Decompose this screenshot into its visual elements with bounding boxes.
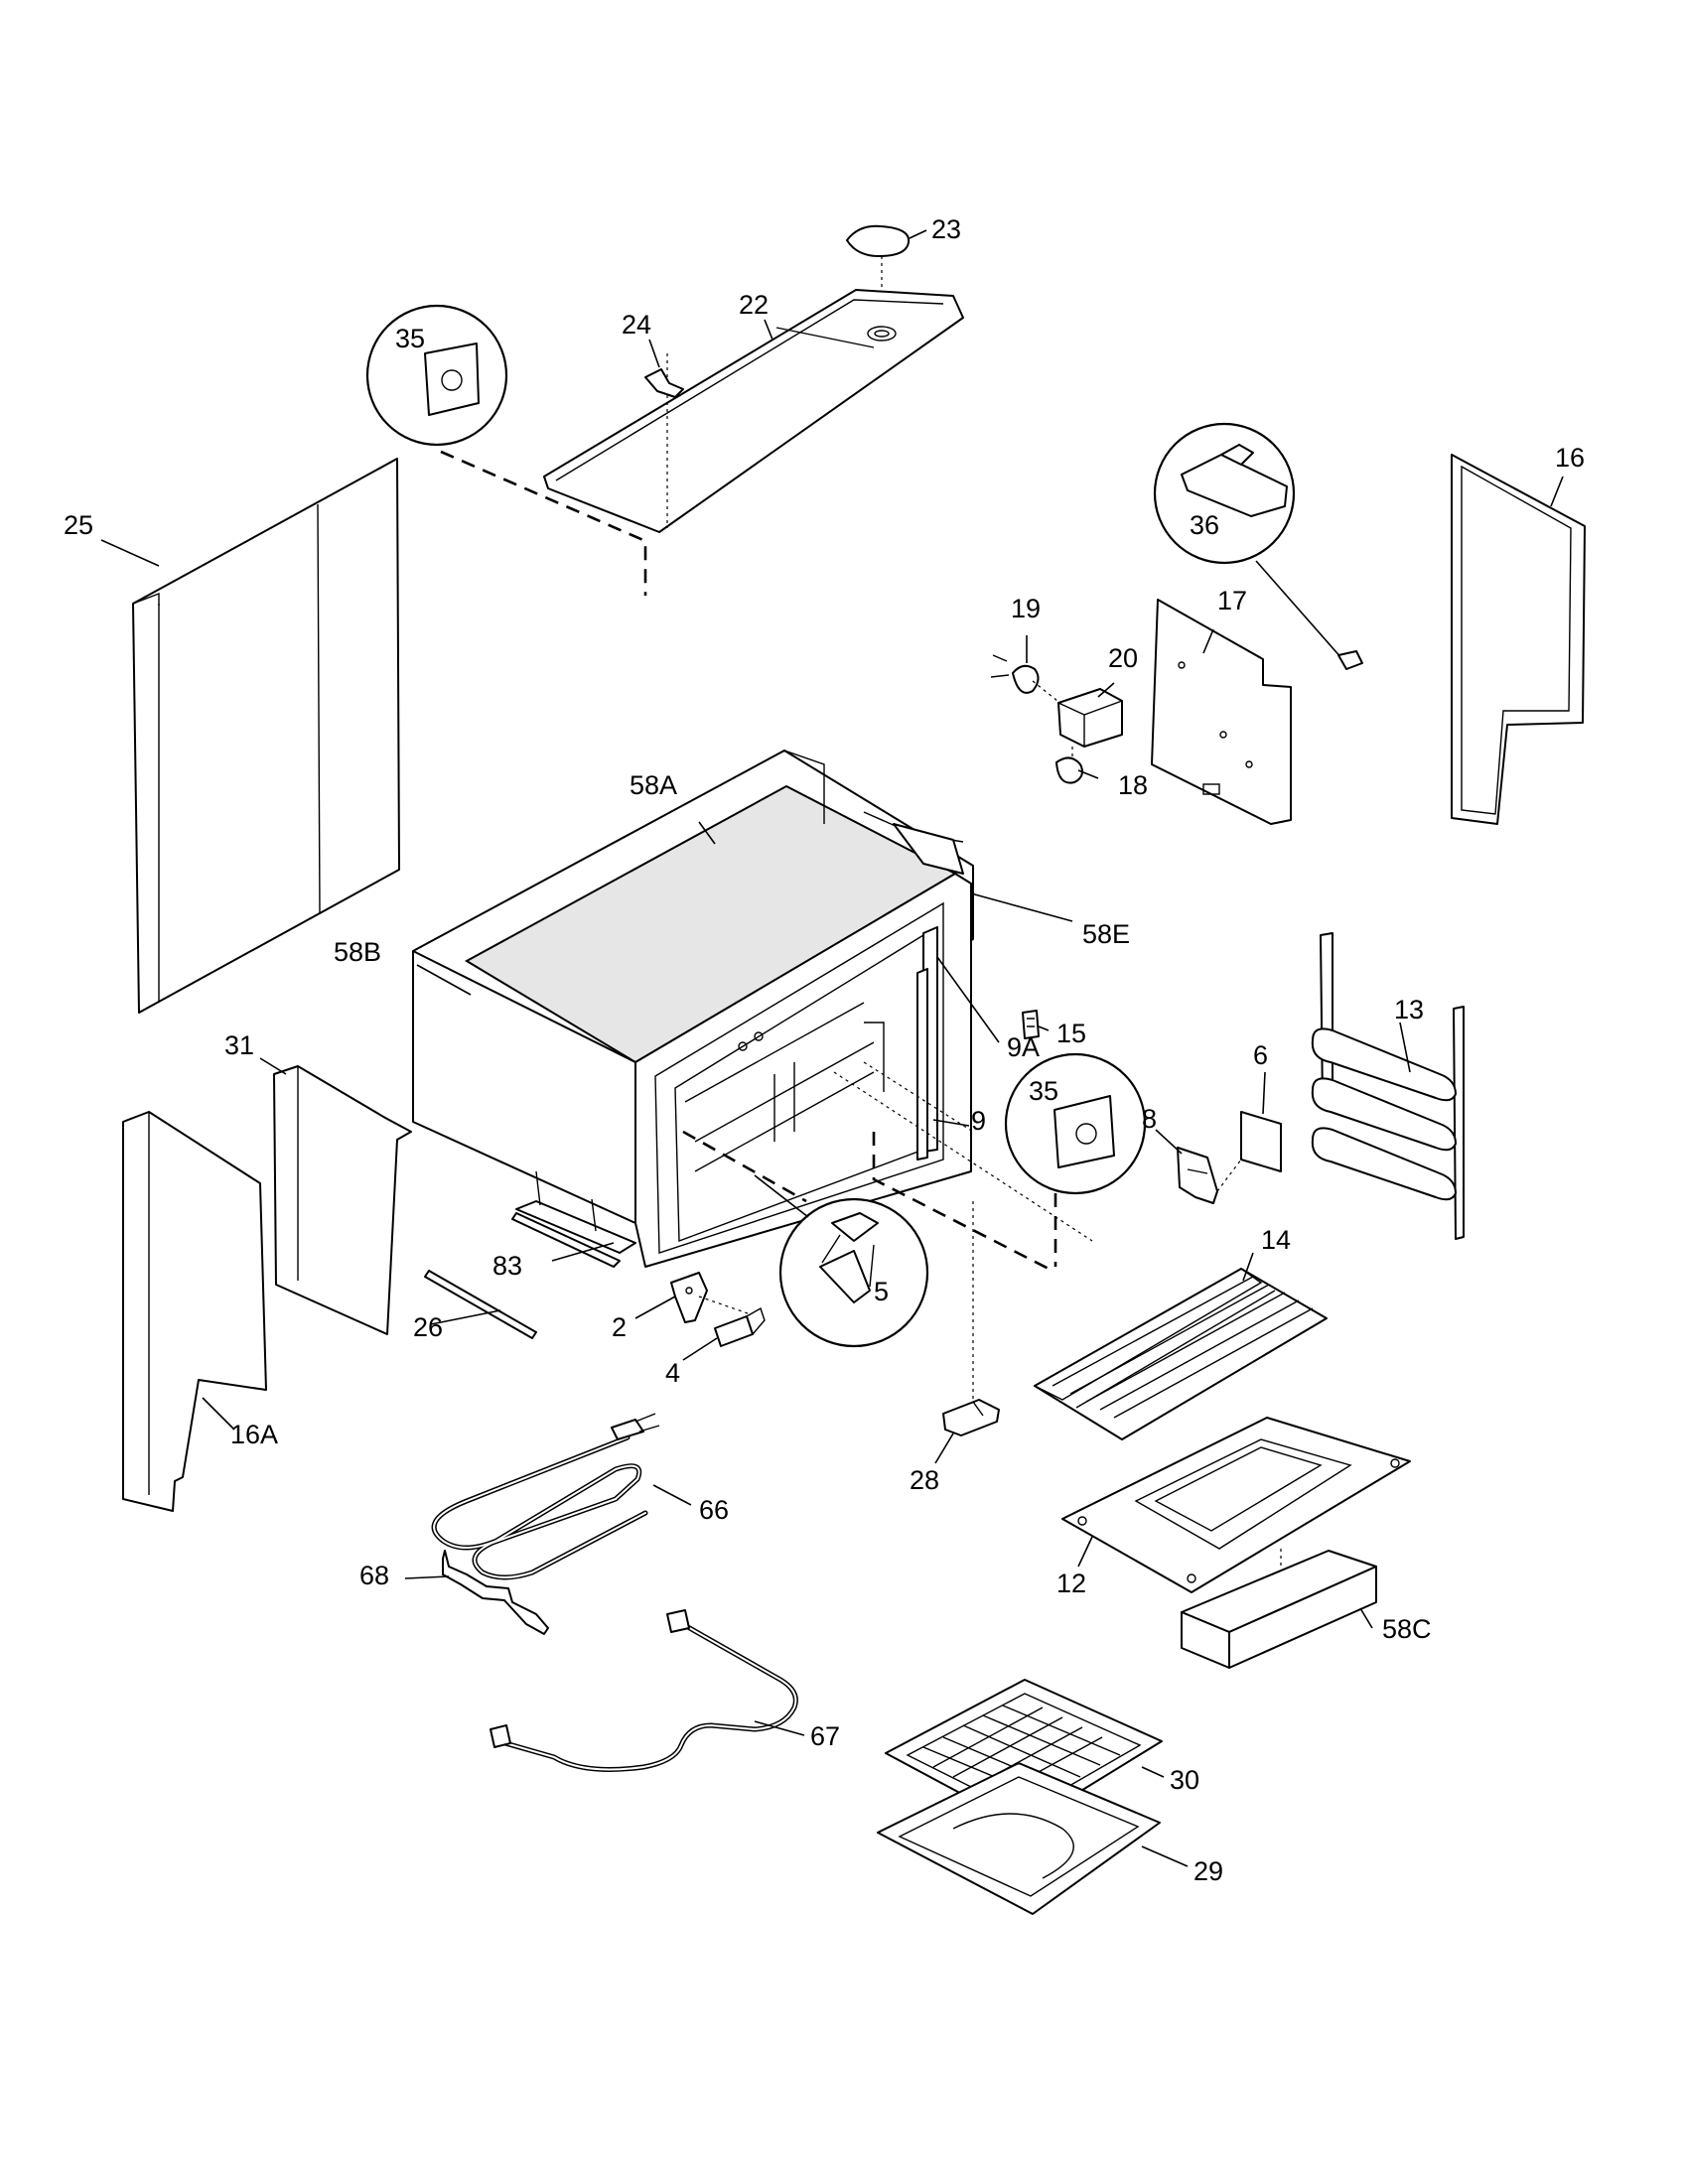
part-25-side-panel xyxy=(132,458,400,1014)
part-20-switch xyxy=(1032,680,1123,748)
label-13: 13 xyxy=(1394,995,1424,1024)
part-36-clip xyxy=(1337,650,1363,670)
part-68-bracket xyxy=(442,1550,549,1635)
label-29: 29 xyxy=(1193,1856,1223,1886)
part-35-callout-top xyxy=(365,304,647,596)
label-23: 23 xyxy=(931,214,961,244)
part-36-callout xyxy=(1153,422,1343,660)
part-13-rack-support xyxy=(1311,932,1465,1240)
label-25: 25 xyxy=(64,510,93,540)
part-5-callout xyxy=(754,1174,929,1348)
label-4: 4 xyxy=(665,1358,680,1388)
leader-lines xyxy=(100,229,1564,1867)
part-2-bracket xyxy=(670,1272,752,1323)
part-16a-left-frame xyxy=(122,1111,267,1512)
label-28: 28 xyxy=(910,1465,939,1495)
part-8-bracket xyxy=(1177,1147,1242,1204)
oven-body-assembly xyxy=(412,750,1093,1268)
label-17: 17 xyxy=(1217,586,1247,615)
label-18: 18 xyxy=(1118,770,1148,800)
label-9: 9 xyxy=(971,1106,986,1136)
part-15-clip xyxy=(1022,1010,1040,1039)
dashed-outline-lower xyxy=(682,1130,1053,1410)
part-17-plate xyxy=(1151,599,1292,825)
label-6: 6 xyxy=(1253,1040,1268,1070)
part-22-top-panel xyxy=(543,289,964,533)
label-19: 19 xyxy=(1011,594,1041,623)
part-16-right-frame xyxy=(1451,454,1586,825)
label-68: 68 xyxy=(359,1561,389,1590)
label-16: 16 xyxy=(1555,443,1585,473)
label-14: 14 xyxy=(1261,1225,1291,1255)
part-28-bracket xyxy=(942,1399,1000,1436)
label-22: 22 xyxy=(739,290,769,320)
label-26: 26 xyxy=(413,1312,443,1342)
label-58a: 58A xyxy=(630,770,677,800)
label-31: 31 xyxy=(224,1030,254,1060)
label-35-top: 35 xyxy=(395,324,425,353)
part-6-plate xyxy=(1240,1111,1282,1172)
label-9a: 9A xyxy=(1007,1032,1040,1062)
part-31-panel xyxy=(273,1065,412,1335)
label-2: 2 xyxy=(612,1312,627,1342)
part-66-broil-element xyxy=(431,1413,660,1580)
label-12: 12 xyxy=(1056,1569,1086,1598)
part-29-broil-pan xyxy=(877,1762,1161,1915)
label-5: 5 xyxy=(874,1277,889,1306)
label-30: 30 xyxy=(1170,1765,1199,1795)
label-67: 67 xyxy=(810,1721,840,1751)
label-83: 83 xyxy=(492,1251,522,1281)
part-58c-insulation xyxy=(1181,1550,1377,1669)
part-67-bake-element xyxy=(490,1609,798,1772)
part-24-bracket xyxy=(644,368,684,398)
part-19-lamp-socket xyxy=(990,654,1040,694)
label-20: 20 xyxy=(1108,643,1138,673)
label-58e: 58E xyxy=(1082,919,1130,949)
part-35-callout-lower xyxy=(1004,1052,1147,1267)
part-83-rail xyxy=(511,1212,621,1268)
label-16a: 16A xyxy=(230,1420,278,1449)
part-26-rod xyxy=(424,1270,537,1339)
label-35-lower: 35 xyxy=(1029,1076,1058,1106)
label-24: 24 xyxy=(622,310,651,340)
label-66: 66 xyxy=(699,1495,729,1525)
part-18-bulb xyxy=(1055,747,1083,784)
label-15: 15 xyxy=(1056,1019,1086,1048)
part-labels: 23 22 24 35 25 16 36 17 19 20 18 58A 58E… xyxy=(64,214,1585,1886)
label-58c: 58C xyxy=(1382,1614,1432,1644)
part-14-oven-rack xyxy=(1034,1268,1328,1440)
label-8: 8 xyxy=(1142,1104,1157,1134)
part-4-clip xyxy=(714,1306,766,1347)
part-12-bottom-panel xyxy=(1061,1417,1411,1593)
label-58b: 58B xyxy=(334,937,381,967)
label-36: 36 xyxy=(1190,510,1219,540)
